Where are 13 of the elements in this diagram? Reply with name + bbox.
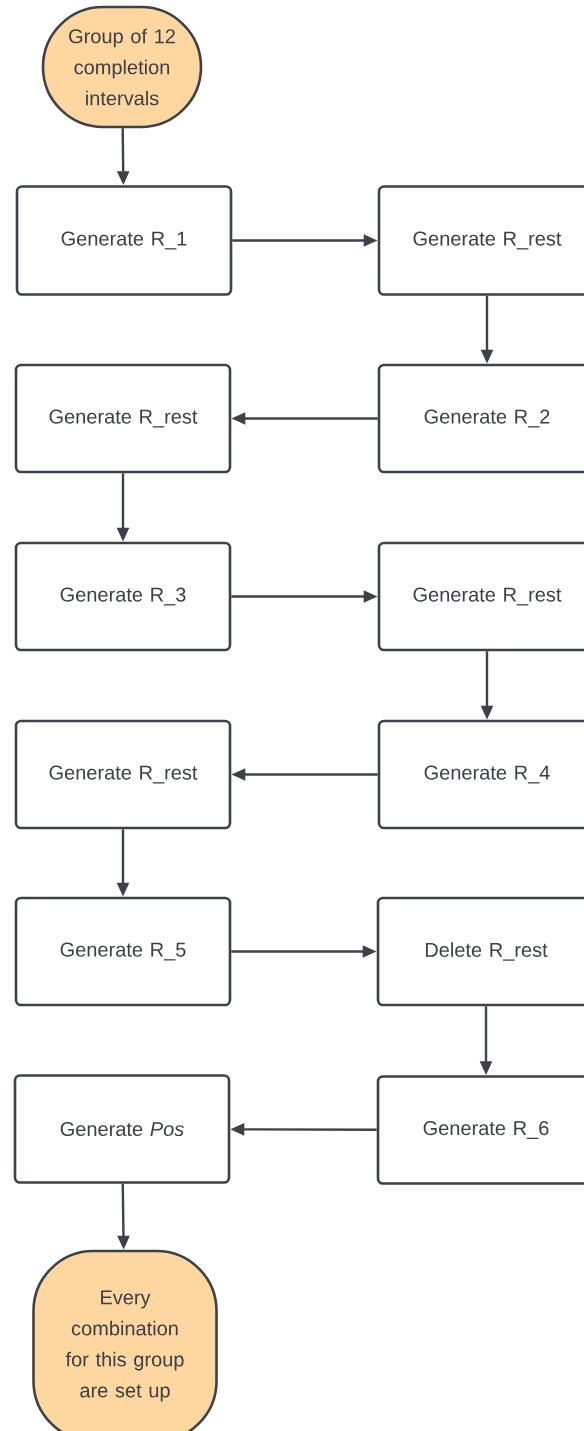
process-box: Generate R_rest (14, 363, 232, 474)
process-box: Generate R_5 (14, 896, 232, 1007)
process-box: Delete R_rest (376, 896, 584, 1007)
process-box: Generate R_1 (15, 185, 233, 296)
process-box: Generate Pos (13, 1074, 231, 1184)
process-box: Generate R_rest (377, 185, 584, 296)
process-box: Generate R_rest (14, 719, 232, 830)
process-box: Generate R_6 (376, 1075, 584, 1185)
process-box: Generate R_2 (377, 363, 584, 474)
process-box: Generate R_rest (377, 541, 584, 652)
process-box: Generate R_3 (14, 541, 232, 652)
process-box: Generate R_4 (377, 719, 584, 830)
terminal-oval: Every combination for this group are set up (32, 1249, 218, 1431)
